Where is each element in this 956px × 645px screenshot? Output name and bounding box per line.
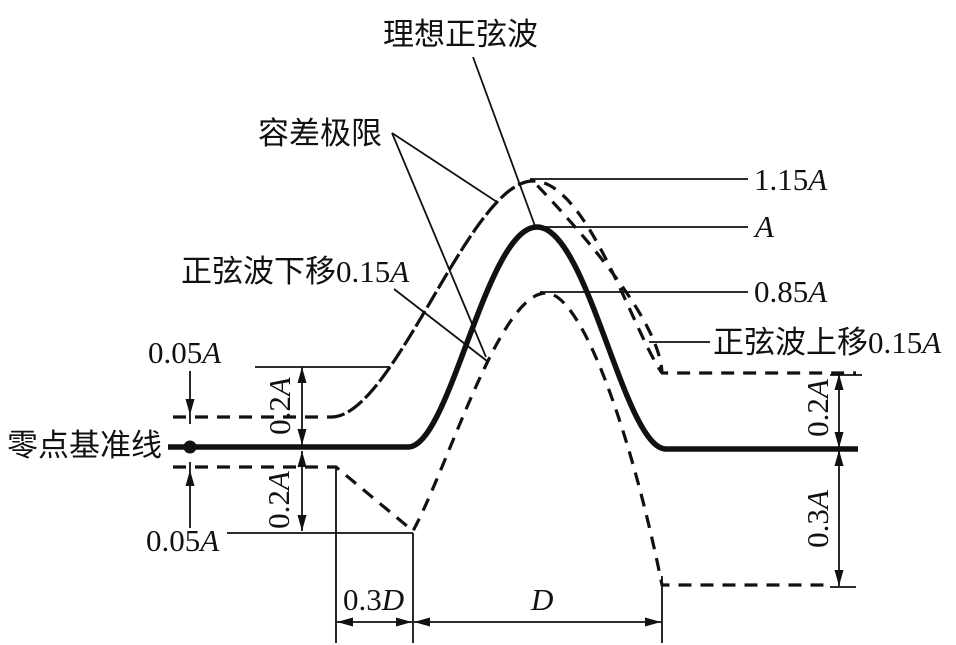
upper-tolerance-curve [173, 179, 856, 419]
dim-arrow-left-upper-02A [297, 367, 307, 445]
label-dim-D: D [530, 582, 553, 617]
label-offset-005A-bottom: 0.05A [146, 523, 220, 558]
arrowhead-right-icon [396, 617, 412, 627]
label-level-085A: 0.85A [754, 274, 828, 309]
arrowhead-up-icon [297, 451, 307, 467]
label-sine-shift-down: 正弦波下移0.15A [181, 254, 410, 289]
lower-tolerance-curve [173, 291, 828, 587]
arrowhead-up-icon [834, 450, 844, 466]
leader-ideal-sine [472, 56, 536, 227]
dim-arrow-right-upper-02A [834, 374, 844, 448]
dim-arrow-005A-bottom [185, 462, 195, 528]
arrowhead-up-icon [834, 374, 844, 390]
label-band-left-upper-02A: 0.2A [262, 376, 297, 435]
arrowhead-down-icon [297, 429, 307, 445]
arrowhead-down-icon [185, 399, 195, 415]
ideal-sine-curve [168, 224, 858, 452]
dim-arrow-left-lower-02A [297, 451, 307, 531]
extension-lines [227, 366, 862, 643]
dim-arrow-D [414, 617, 661, 627]
arrowhead-up-icon [297, 367, 307, 383]
leader-tolerance-upper-fork [391, 132, 498, 203]
label-offset-005A-top: 0.05A [148, 335, 222, 370]
leader-tolerance-lower-fork [391, 132, 487, 358]
label-tolerance-limit: 容差极限 [258, 116, 382, 151]
label-level-A: A [753, 209, 775, 244]
label-band-left-lower-02A: 0.2A [261, 470, 296, 529]
label-ideal-sine-wave: 理想正弦波 [383, 17, 538, 52]
dim-arrow-005A-top [185, 371, 195, 424]
dim-arrow-right-lower-03A [834, 450, 844, 586]
arrowhead-down-icon [834, 432, 844, 448]
arrowhead-left-icon [337, 617, 353, 627]
label-level-115A: 1.15A [754, 162, 828, 197]
dim-arrow-03D [337, 617, 412, 627]
label-zero-baseline: 零点基准线 [7, 428, 162, 463]
label-sine-shift-up: 正弦波上移0.15A [713, 325, 942, 360]
arrowhead-up-icon [185, 470, 195, 486]
arrowhead-left-icon [414, 617, 430, 627]
label-band-right-lower-03A: 0.3A [800, 489, 835, 548]
label-band-right-upper-02A: 0.2A [800, 378, 835, 437]
zero-baseline-dot [183, 440, 197, 454]
leader-lines [391, 56, 748, 362]
arrowhead-down-icon [297, 515, 307, 531]
arrowhead-right-icon [645, 617, 661, 627]
leader-sine-shift-down [393, 288, 488, 362]
arrowhead-down-icon [834, 570, 844, 586]
label-dim-03D: 0.3D [343, 582, 404, 617]
